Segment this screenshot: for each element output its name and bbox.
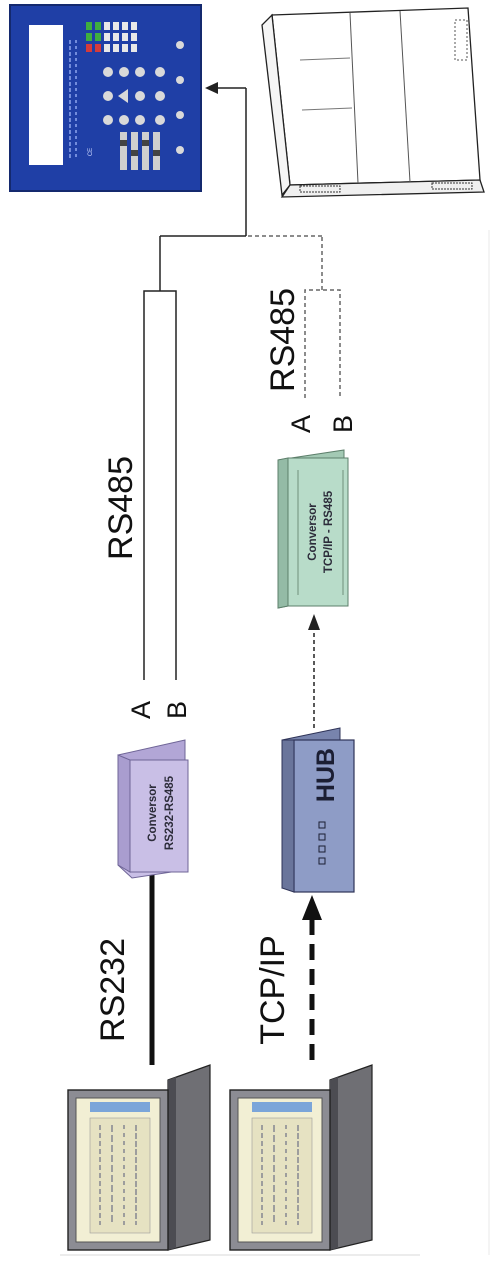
computer-2-icon <box>229 1064 373 1251</box>
computer-1-icon <box>67 1064 211 1251</box>
hub-ports-icon <box>318 821 326 865</box>
hub-to-converter-arrowhead-icon <box>308 614 320 630</box>
rs485-bottom-label: RS485 <box>264 288 302 392</box>
terminal-a-bottom-label: A <box>286 415 316 433</box>
converter-rs232-rs485: Conversor RS232-RS485 <box>117 739 189 879</box>
panel-ce-mark: CE <box>88 148 94 156</box>
rs232-label: RS232 <box>94 938 132 1042</box>
converter-rs232-line1: Conversor <box>147 784 159 842</box>
hub-label: HUB <box>312 748 340 802</box>
cabinet-enclosure <box>261 7 485 198</box>
converter-tcpip-rs485: Conversor TCP/IP - RS485 <box>277 449 349 609</box>
panel-input-arrowhead-icon <box>205 82 218 94</box>
terminal-b-top-label: B <box>162 701 192 719</box>
rs485-link-top <box>143 87 247 680</box>
converter-tcp-line2: TCP/IP - RS485 <box>323 490 335 573</box>
rs485-top-label: RS485 <box>102 456 140 560</box>
panel-status-leds-icon <box>86 22 137 52</box>
rs485-link-bottom <box>246 235 341 398</box>
hub-device: HUB <box>281 727 355 893</box>
converter-rs232-line2: RS232-RS485 <box>164 775 176 850</box>
panel-key-switches-icon <box>120 132 160 170</box>
control-panel-device: CE <box>9 4 202 192</box>
terminal-b-bottom-label: B <box>328 415 358 433</box>
tcpip-arrowhead-icon <box>302 895 322 920</box>
tcpip-label: TCP/IP <box>254 935 292 1045</box>
terminal-a-top-label: A <box>126 701 156 719</box>
panel-keypad-icon <box>103 67 165 125</box>
converter-tcp-line1: Conversor <box>307 503 319 561</box>
